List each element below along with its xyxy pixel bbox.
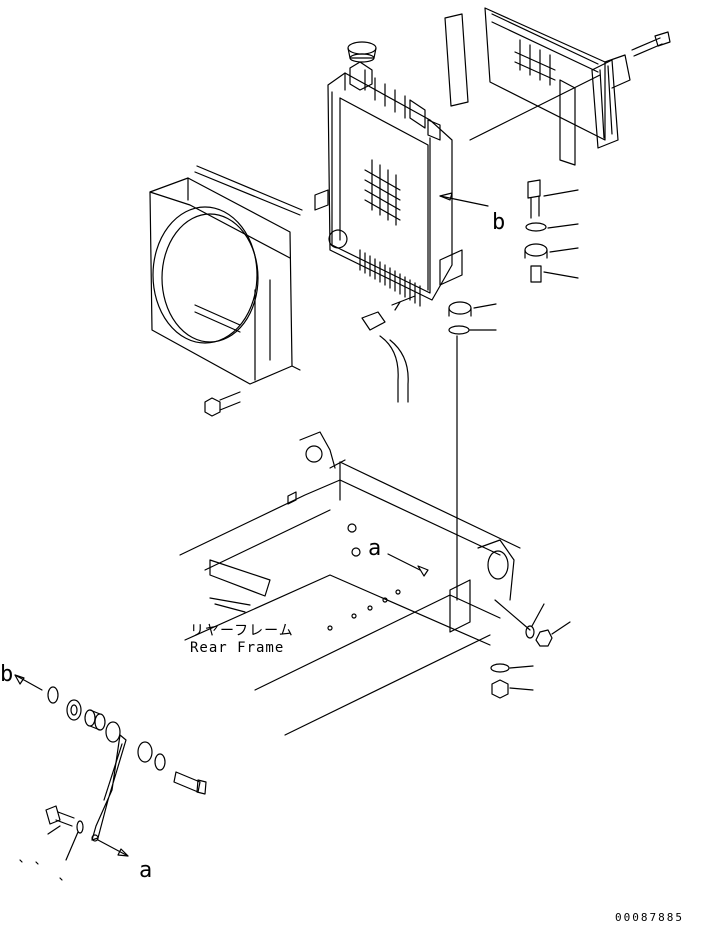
stay-washer-3 [65, 820, 84, 861]
stay-cushion-2 [105, 721, 121, 743]
leader-line [469, 74, 601, 141]
rear-frame [179, 431, 531, 736]
stay-washer-2 [137, 741, 153, 763]
lower-cushion [448, 301, 497, 317]
stay-arrow-a [97, 839, 129, 857]
mount-washer [525, 222, 579, 232]
side-screen [444, 7, 631, 166]
stay-cushion [66, 699, 82, 721]
rear-frame-label-en: Rear Frame [190, 640, 285, 656]
mount-bolt [527, 179, 579, 219]
shroud-bolt [204, 391, 241, 417]
stay-collar [84, 709, 106, 731]
lower-washer [448, 325, 497, 335]
reference-label-a: a [368, 536, 382, 561]
drawing-code: 00087885 [615, 911, 684, 924]
frame-washer-right [525, 603, 545, 639]
arrow-to-b [439, 192, 489, 207]
stray-marks [19, 859, 63, 881]
stay-nut [154, 753, 166, 771]
reference-label-a-bottom: a [139, 858, 153, 883]
stay-washer [47, 686, 59, 704]
fan-shroud [149, 165, 303, 385]
mount-cushion [524, 243, 579, 259]
reference-label-b: b [492, 210, 506, 235]
stay-bracket [91, 734, 127, 842]
radiator-cap [347, 41, 377, 63]
screen-bolt [631, 31, 671, 57]
frame-washer-lower [490, 663, 534, 673]
stay-bolt [173, 771, 207, 795]
stay-arrow-b [14, 674, 43, 691]
reference-label-b-left: b [0, 662, 14, 687]
radiator [314, 61, 463, 307]
rear-frame-label-jp: リヤーフレーム [190, 623, 294, 639]
frame-nut-lower [491, 679, 534, 699]
mount-collar [530, 265, 579, 283]
drain-hose [379, 335, 409, 403]
frame-nut-right [535, 621, 571, 647]
drain-cock [361, 295, 416, 331]
stay-bolt-2 [45, 805, 75, 835]
